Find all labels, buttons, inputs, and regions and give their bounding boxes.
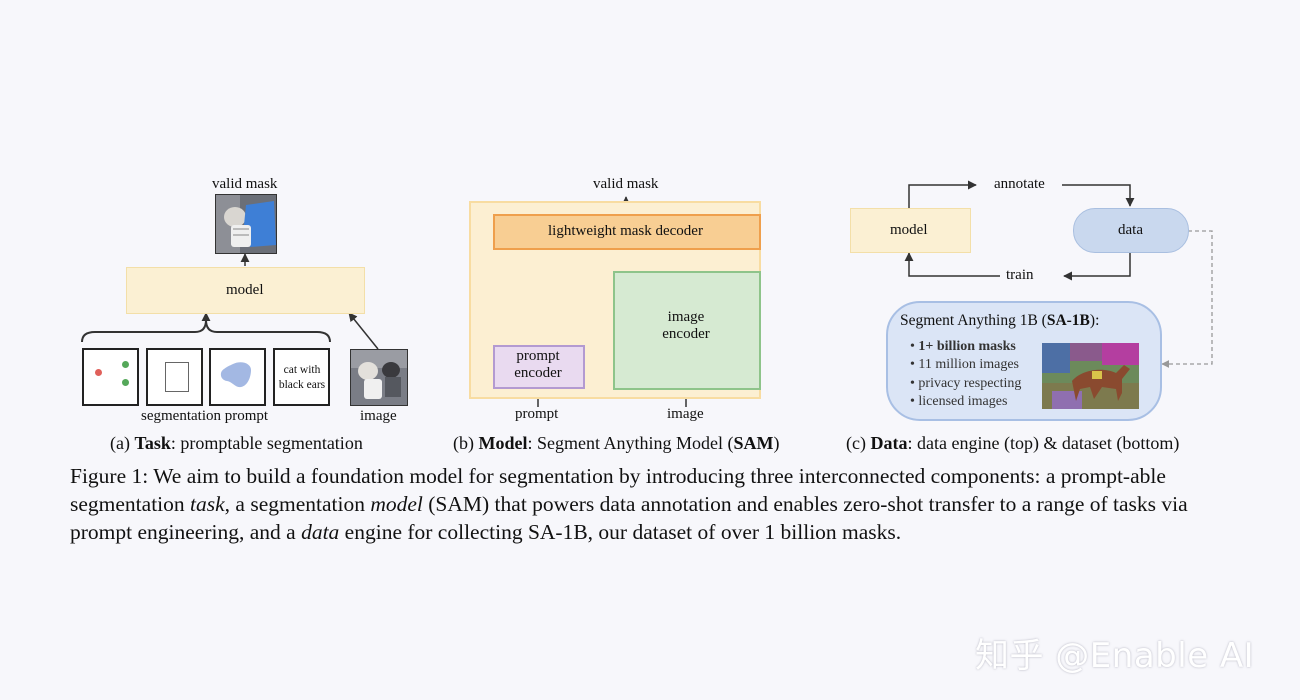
- valid-mask-image: [215, 194, 277, 254]
- prompt-encoder-label: prompt encoder: [514, 348, 562, 381]
- sa1b-title-prefix: Segment Anything 1B (: [900, 312, 1047, 329]
- prompt-points-box: [82, 348, 139, 406]
- positive-point: [122, 361, 129, 368]
- mask-prompt-shape: [220, 362, 251, 388]
- caption-c-rest: : data engine (top) & dataset (bottom): [907, 433, 1180, 453]
- negative-point: [95, 369, 102, 376]
- caption-text: Figure 1: We aim to build a foundation m…: [70, 464, 1166, 516]
- mask-decoder-box: [493, 214, 761, 250]
- panel-a-image-label: image: [360, 408, 397, 424]
- bullet-text: 1+ billion masks: [918, 339, 1016, 354]
- input-image-a: [350, 349, 408, 406]
- caption-b-end: ): [773, 433, 780, 453]
- caption-text: engine for collecting SA-1B, our dataset…: [339, 520, 902, 544]
- caption-italic: model: [370, 492, 423, 516]
- sa1b-title-bold: SA-1B: [1046, 312, 1090, 329]
- arrow-annotate: [908, 180, 1135, 208]
- mask-decoder-label: lightweight mask decoder: [548, 223, 703, 239]
- bullet-text: licensed images: [918, 394, 1008, 409]
- prompt-box-box: [146, 348, 203, 406]
- brace-prompts: [81, 319, 331, 343]
- caption-a: (a) Task: promptable segmentation: [110, 434, 363, 452]
- image-encoder-label: image encoder: [662, 309, 710, 342]
- caption-b-prefix: (b): [453, 433, 479, 453]
- sa1b-title-suffix: ):: [1089, 312, 1100, 329]
- caption-c-prefix: (c): [846, 433, 871, 453]
- sa1b-bullet-3: • privacy respecting: [910, 376, 1022, 391]
- caption-b-mid: : Segment Anything Model (: [527, 433, 734, 453]
- panel-c-model-label: model: [890, 222, 928, 238]
- panel-a-model-label: model: [226, 282, 264, 298]
- caption-a-prefix: (a): [110, 433, 135, 453]
- sa1b-bullet-4: • licensed images: [910, 394, 1008, 409]
- caption-a-rest: : promptable segmentation: [170, 433, 363, 453]
- prompt-text: cat with black ears: [278, 364, 326, 391]
- panel-a-output-label: valid mask: [212, 176, 278, 192]
- sa1b-title: Segment Anything 1B (SA-1B):: [900, 313, 1099, 329]
- caption-text: , a segmentation: [224, 492, 371, 516]
- caption-b-bold2: SAM: [733, 433, 774, 453]
- sa1b-sample-image: [1042, 343, 1139, 409]
- panel-b-image-label: image: [667, 406, 704, 422]
- panel-a-model-box: [126, 267, 365, 314]
- watermark: 知乎 @Enable AI: [975, 636, 1255, 676]
- segmentation-prompt-label: segmentation prompt: [141, 408, 269, 424]
- prompt-mask-box: [209, 348, 266, 406]
- panel-b-output-label: valid mask: [593, 176, 659, 192]
- arrow-image-to-model: [348, 312, 379, 350]
- caption-italic: task: [190, 492, 225, 516]
- arrow-dataset-dashed: [1161, 230, 1213, 368]
- annotate-label: annotate: [994, 176, 1045, 192]
- caption-a-bold: Task: [134, 433, 171, 453]
- caption-b: (b) Model: Segment Anything Model (SAM): [453, 434, 780, 452]
- caption-c: (c) Data: data engine (top) & dataset (b…: [846, 434, 1179, 452]
- caption-italic: data: [301, 520, 340, 544]
- positive-point: [122, 379, 129, 386]
- data-box: [1073, 208, 1189, 253]
- prompt-text-box: cat with black ears: [273, 348, 330, 406]
- bullet-text: 11 million images: [918, 357, 1019, 372]
- panel-b-prompt-label: prompt: [515, 406, 559, 422]
- bullet-text: privacy respecting: [918, 376, 1022, 391]
- caption-c-bold: Data: [870, 433, 908, 453]
- sa1b-bullet-1: • 1+ billion masks: [910, 339, 1016, 354]
- caption-text: (SAM) that powers data annotation and en…: [70, 492, 1188, 544]
- panel-c-model-box: [850, 208, 971, 253]
- image-encoder-box: [613, 271, 761, 390]
- sa1b-bullet-2: • 11 million images: [910, 357, 1019, 372]
- figure-caption: Figure 1: We aim to build a foundation m…: [70, 462, 1230, 546]
- train-label: train: [1006, 267, 1034, 283]
- data-label: data: [1118, 222, 1143, 238]
- arrow-train: [904, 252, 1131, 281]
- bounding-box-prompt: [165, 362, 189, 392]
- caption-b-bold: Model: [478, 433, 528, 453]
- prompt-encoder-box: [493, 345, 585, 389]
